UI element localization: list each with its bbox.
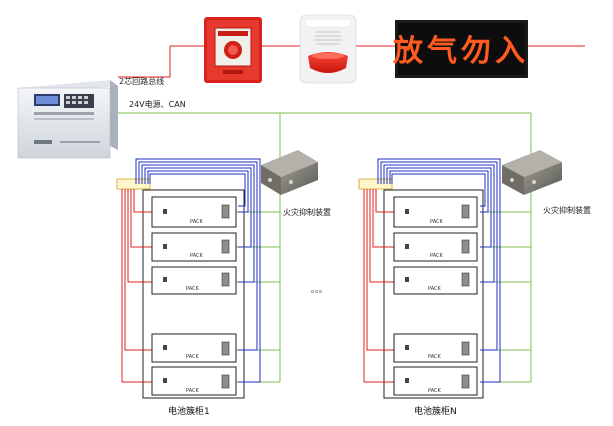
svg-text:PACK: PACK — [428, 286, 442, 292]
fire-control-panel-icon — [17, 80, 118, 159]
battery-pack-icon: PACK — [393, 366, 478, 396]
cabinet-1-label: 电池簇柜1 — [168, 405, 210, 417]
battery-cabinet-1: PACK PACK PACK PACK PACK 电池簇柜1 — [116, 158, 261, 417]
svg-text:PACK: PACK — [428, 388, 442, 394]
svg-text:PACK: PACK — [428, 354, 442, 360]
battery-pack-icon: PACK — [393, 232, 478, 262]
fire-suppression-device-icon — [261, 150, 318, 195]
suppression-device-label-n: 火灾抑制装置 — [543, 205, 591, 215]
battery-pack-icon: PACK — [151, 232, 237, 262]
battery-pack-icon: PACK — [393, 196, 478, 228]
top-bus-wire — [118, 45, 585, 78]
battery-pack-icon: PACK — [151, 196, 237, 228]
led-sign-icon: 放气勿入 — [392, 20, 529, 78]
svg-text:PACK: PACK — [430, 253, 444, 259]
battery-pack-icon: PACK — [151, 266, 237, 295]
battery-pack-icon: PACK — [393, 266, 478, 295]
battery-pack-icon: PACK — [151, 366, 237, 396]
fire-suppression-device-icon — [502, 150, 562, 195]
svg-text:PACK: PACK — [186, 286, 200, 292]
battery-pack-icon: PACK — [393, 333, 478, 363]
svg-text:PACK: PACK — [430, 219, 444, 225]
suppression-device-label-1: 火灾抑制装置 — [283, 207, 331, 217]
battery-pack-icon: PACK — [151, 333, 237, 363]
bus-label: 2芯回路总线 — [119, 76, 164, 86]
cabinet-n-label: 电池簇柜N — [414, 405, 457, 417]
sound-light-alarm-icon — [299, 14, 357, 84]
power-label: 24V电源、CAN — [129, 99, 186, 109]
svg-text:PACK: PACK — [186, 354, 200, 360]
svg-text:PACK: PACK — [186, 388, 200, 394]
svg-text:PACK: PACK — [190, 219, 204, 225]
battery-cabinet-n: PACK PACK PACK PACK PACK 电池簇柜N — [358, 158, 501, 417]
svg-text:PACK: PACK — [190, 253, 204, 259]
manual-alarm-button-icon — [204, 17, 262, 83]
led-sign-text: 放气勿入 — [392, 34, 529, 69]
ellipsis: 。。。 — [311, 285, 327, 294]
